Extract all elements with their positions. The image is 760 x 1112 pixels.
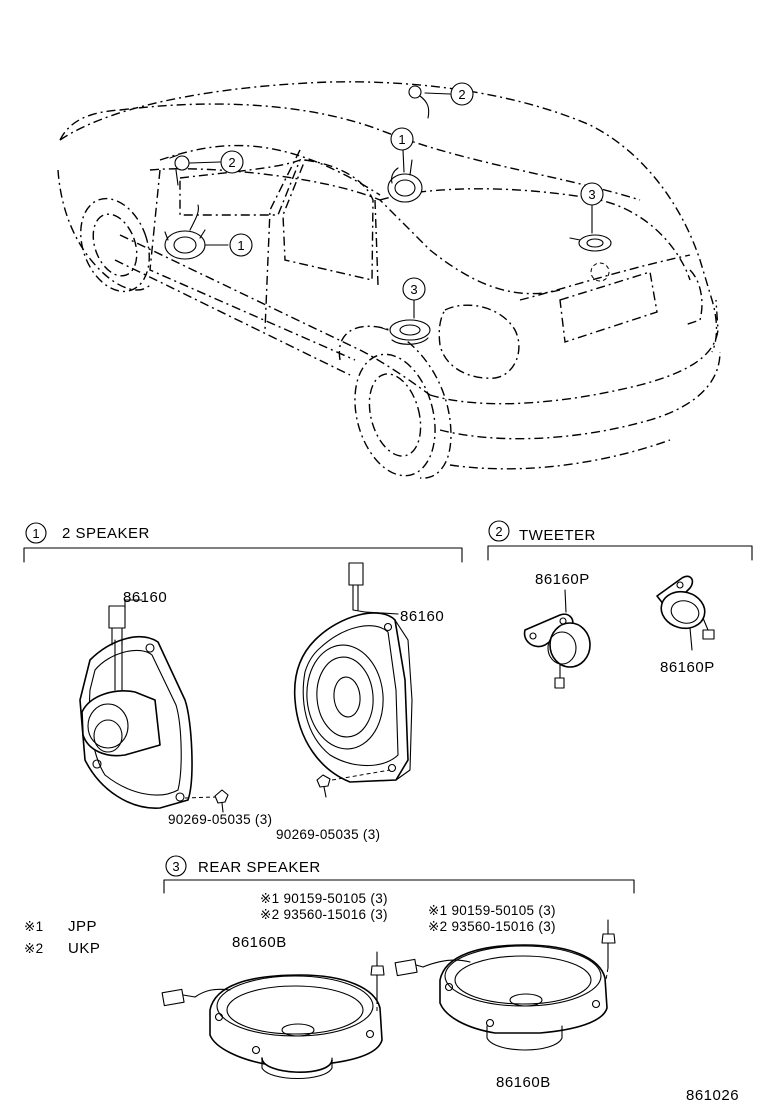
rear-speaker-left-screw-1: ※1 90159-50105 (3) xyxy=(260,891,388,906)
rear-speaker-right-screw-2: ※2 93560-15016 (3) xyxy=(428,919,556,934)
section-title: TWEETER xyxy=(519,527,596,544)
callout-number: 1 xyxy=(237,238,244,253)
section-front-speaker-header: 1 2 SPEAKER xyxy=(23,522,463,563)
legend: ※1 JPP ※2 UKP xyxy=(24,918,100,957)
legend-value-2: UKP xyxy=(68,940,100,957)
section-number: 3 xyxy=(172,859,179,874)
tweeter-right-drawing xyxy=(656,575,715,651)
callout-number: 1 xyxy=(398,132,405,147)
front-speaker-left-drawing xyxy=(79,599,229,813)
front-speaker-right-part-number: 86160 xyxy=(400,608,444,625)
rear-door-speaker-mounted xyxy=(387,159,423,203)
front-tweeter-mounted xyxy=(169,154,190,186)
car-illustration xyxy=(57,81,721,479)
rear-shelf-speaker-mounted xyxy=(569,234,612,282)
callout-number: 2 xyxy=(458,87,465,102)
callout-front-tweeter: 2 xyxy=(220,150,244,174)
tweeter-left-part-number: 86160P xyxy=(535,571,590,588)
tweeter-left-drawing xyxy=(523,589,591,689)
front-speaker-right-drawing xyxy=(293,562,413,798)
callout-rear-door-speaker: 1 xyxy=(390,127,414,151)
callout-rear-tweeter: 2 xyxy=(450,82,474,106)
rear-quarter-speaker-mounted xyxy=(381,319,431,345)
section-rear-speaker-header: 3 REAR SPEAKER xyxy=(163,855,635,894)
rear-tweeter-mounted xyxy=(408,85,430,119)
rear-speaker-right-part-number: 86160B xyxy=(496,1074,551,1091)
rear-speaker-right-screw-1: ※1 90159-50105 (3) xyxy=(428,903,556,918)
callout-rear-shelf-speaker: 3 xyxy=(580,182,604,206)
section-number: 1 xyxy=(32,526,39,541)
callout-front-door-speaker: 1 xyxy=(229,233,253,257)
rear-speaker-left-drawing xyxy=(161,951,385,1080)
front-speaker-right-screw: 90269-05035 (3) xyxy=(276,827,380,842)
rear-speaker-left-part-number: 86160B xyxy=(232,934,287,951)
legend-mark-1: ※1 xyxy=(24,919,43,934)
front-door-speaker-mounted xyxy=(164,204,206,260)
section-number: 2 xyxy=(495,524,502,539)
tweeter-right-part-number: 86160P xyxy=(660,659,715,676)
section-tweeter-header: 2 TWEETER xyxy=(487,520,753,561)
diagram-id: 861026 xyxy=(686,1087,739,1104)
front-speaker-left-screw: 90269-05035 (3) xyxy=(168,812,272,827)
legend-value-1: JPP xyxy=(68,918,97,935)
legend-mark-2: ※2 xyxy=(24,941,43,956)
front-speaker-left-part-number: 86160 xyxy=(123,589,167,606)
callout-number: 2 xyxy=(228,155,235,170)
rear-speaker-right-drawing xyxy=(394,919,616,1051)
rear-speaker-left-screw-2: ※2 93560-15016 (3) xyxy=(260,907,388,922)
callout-rear-quarter-speaker: 3 xyxy=(402,277,426,301)
section-title: REAR SPEAKER xyxy=(198,859,321,876)
callout-number: 3 xyxy=(410,282,417,297)
callout-number: 3 xyxy=(588,187,595,202)
section-title: 2 SPEAKER xyxy=(62,525,150,542)
